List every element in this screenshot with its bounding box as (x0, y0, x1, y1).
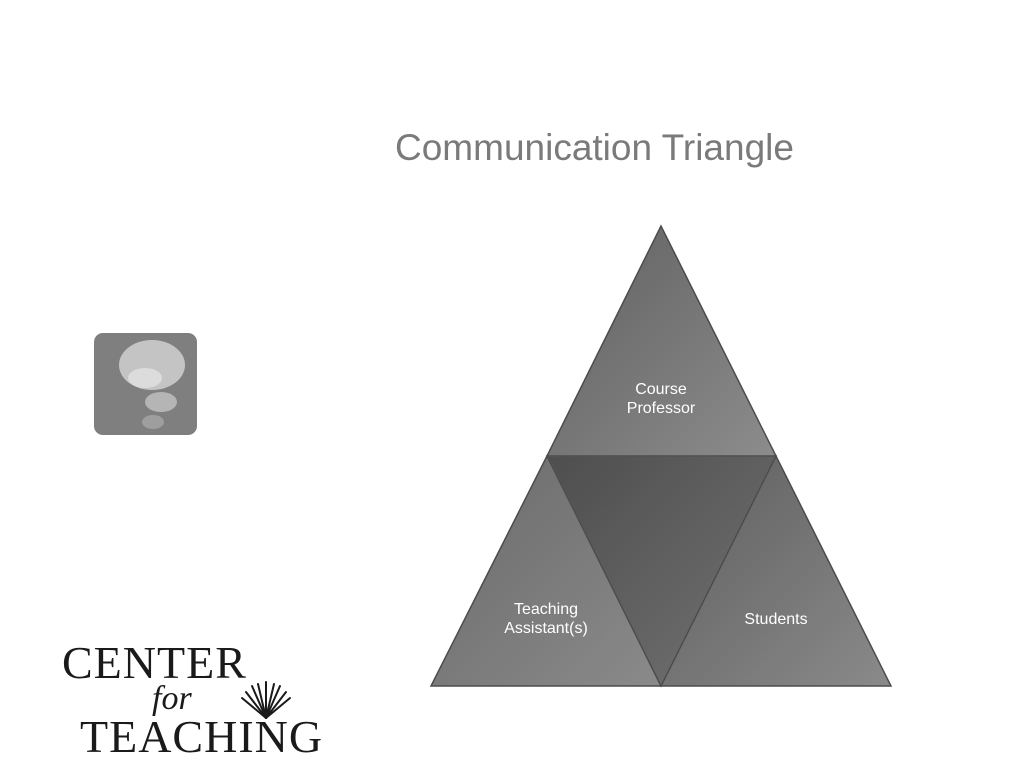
slide-title: Communication Triangle (395, 127, 794, 168)
logo-line-center: CENTER (62, 637, 247, 688)
triangle-segment-top (545, 224, 778, 457)
starburst-icon (241, 681, 291, 719)
center-for-teaching-logo: CENTER for TEACHING (56, 636, 356, 760)
label-students: Students (744, 611, 808, 628)
speech-bubble-icon (94, 333, 197, 435)
label-course-professor: Course Professor (626, 381, 696, 417)
logo-line-teaching: TEACHING (80, 711, 324, 762)
label-teaching-assistants: Teaching Assistant(s) (504, 601, 588, 637)
triangle-segment-right (659, 454, 893, 687)
triangle-segment-left (429, 454, 663, 687)
logo-line-for: for (152, 680, 192, 717)
